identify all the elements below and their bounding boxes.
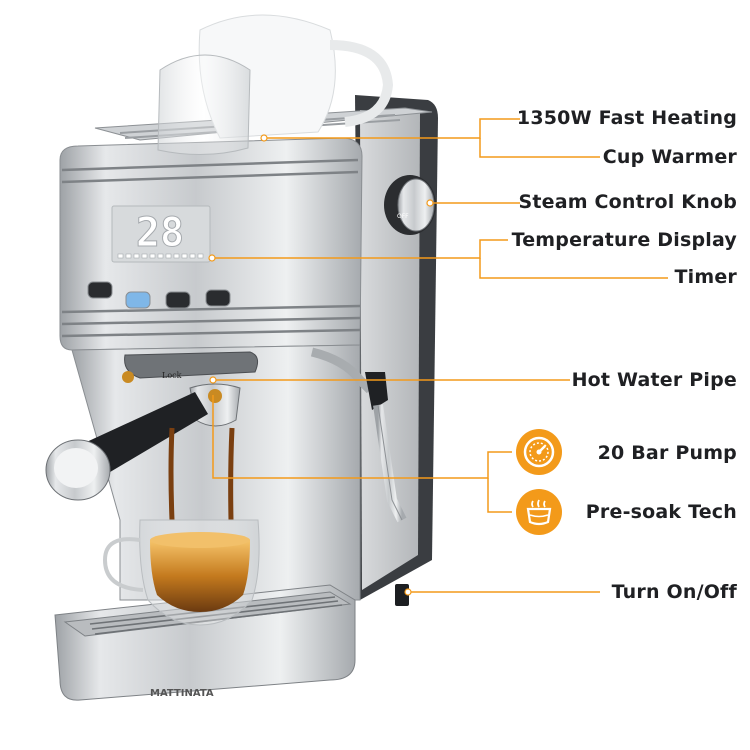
temperature-display-panel (111, 205, 211, 263)
portafilter-handle (80, 392, 208, 478)
pressure-gauge-icon (516, 429, 562, 475)
glass-cup (157, 54, 251, 155)
callout-hot-water-pipe: Hot Water Pipe (571, 369, 737, 391)
control-buttons (87, 281, 231, 309)
callout-presoak: Pre-soak Tech (585, 501, 737, 523)
svg-text:MATTINATA: MATTINATA (150, 688, 214, 699)
callout-power: Turn On/Off (611, 581, 737, 603)
callout-steam-knob: Steam Control Knob (518, 191, 737, 213)
callout-cup-warmer: Cup Warmer (602, 146, 737, 168)
callout-pump: 20 Bar Pump (597, 442, 737, 464)
svg-text:Lock: Lock (162, 371, 182, 380)
callout-heating: 1350W Fast Heating (516, 107, 737, 129)
callout-lines (212, 118, 668, 593)
callout-timer: Timer (674, 266, 737, 288)
display-reading: 28 (136, 210, 184, 256)
presoak-cup-icon (516, 489, 562, 535)
callout-temperature-display: Temperature Display (511, 229, 737, 251)
svg-text:OFF: OFF (397, 213, 409, 220)
drip-tray (54, 584, 356, 701)
